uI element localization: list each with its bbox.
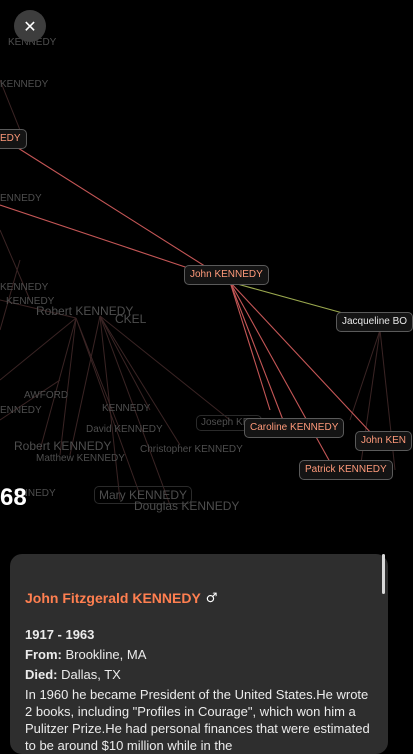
person-name: John Fitzgerald KENNEDY	[25, 590, 201, 606]
from-label: From:	[25, 647, 62, 662]
faded-node[interactable]: KENNEDY	[102, 403, 151, 414]
faded-node-douglas[interactable]: Douglas KENNEDY	[134, 499, 240, 513]
birthplace-line: From: Brookline, MA	[25, 647, 372, 662]
faded-node-matthew[interactable]: Matthew KENNEDY	[36, 453, 125, 464]
from-value: Brookline, MA	[65, 647, 147, 662]
node-jacqueline[interactable]: Jacqueline BO	[336, 312, 413, 332]
timeline-year-fragment: 68	[0, 484, 27, 511]
died-label: Died:	[25, 667, 58, 682]
scrollbar[interactable]	[382, 554, 385, 594]
faded-node[interactable]: KENNEDY	[8, 37, 57, 48]
family-graph-canvas[interactable]: KENNEDY KENNEDY EDY ENNEDY KENNEDY KENNE…	[0, 0, 413, 560]
faded-node-mary[interactable]: Mary KENNEDY	[94, 486, 193, 504]
faded-node[interactable]: CKEL	[115, 312, 147, 326]
faded-node-robert[interactable]: Robert KENNEDY	[36, 304, 134, 318]
faded-node[interactable]: ENNEDY	[0, 405, 42, 416]
deathplace-line: Died: Dallas, TX	[25, 667, 372, 682]
node-patrick-kennedy[interactable]: Patrick KENNEDY	[299, 460, 393, 480]
faded-node[interactable]: ENNEDY	[0, 193, 42, 204]
male-icon: ♂	[205, 590, 218, 606]
person-info-card[interactable]: John Fitzgerald KENNEDY ♂ 1917 - 1963 Fr…	[10, 554, 388, 754]
faded-node[interactable]: KENNEDY	[6, 296, 55, 307]
died-value: Dallas, TX	[61, 667, 121, 682]
person-header: John Fitzgerald KENNEDY ♂	[25, 590, 372, 606]
faded-node-christopher[interactable]: Christopher KENNEDY	[140, 444, 243, 455]
faded-node-robert-2[interactable]: Robert KENNEDY	[14, 439, 112, 453]
faded-edges	[0, 79, 396, 506]
close-button[interactable]: ✕	[14, 10, 46, 42]
faded-node[interactable]: ENNEDY	[14, 488, 56, 499]
faded-node-david[interactable]: David KENNEDY	[86, 424, 163, 435]
node-john-kennedy[interactable]: John KENNEDY	[184, 265, 269, 285]
close-icon: ✕	[23, 16, 37, 36]
node-john-jr[interactable]: John KEN	[355, 431, 413, 451]
faded-node[interactable]: KENNEDY	[0, 79, 49, 90]
spouse-edge	[229, 281, 351, 316]
node-edy-left[interactable]: EDY	[0, 129, 27, 149]
node-caroline-kennedy[interactable]: Caroline KENNEDY	[244, 418, 345, 438]
faded-node[interactable]: AWFORD	[24, 390, 69, 401]
person-biography: In 1960 he became President of the Unite…	[25, 687, 370, 753]
person-lifespan: 1917 - 1963	[25, 627, 95, 642]
faded-node[interactable]: KENNEDY	[0, 282, 49, 293]
